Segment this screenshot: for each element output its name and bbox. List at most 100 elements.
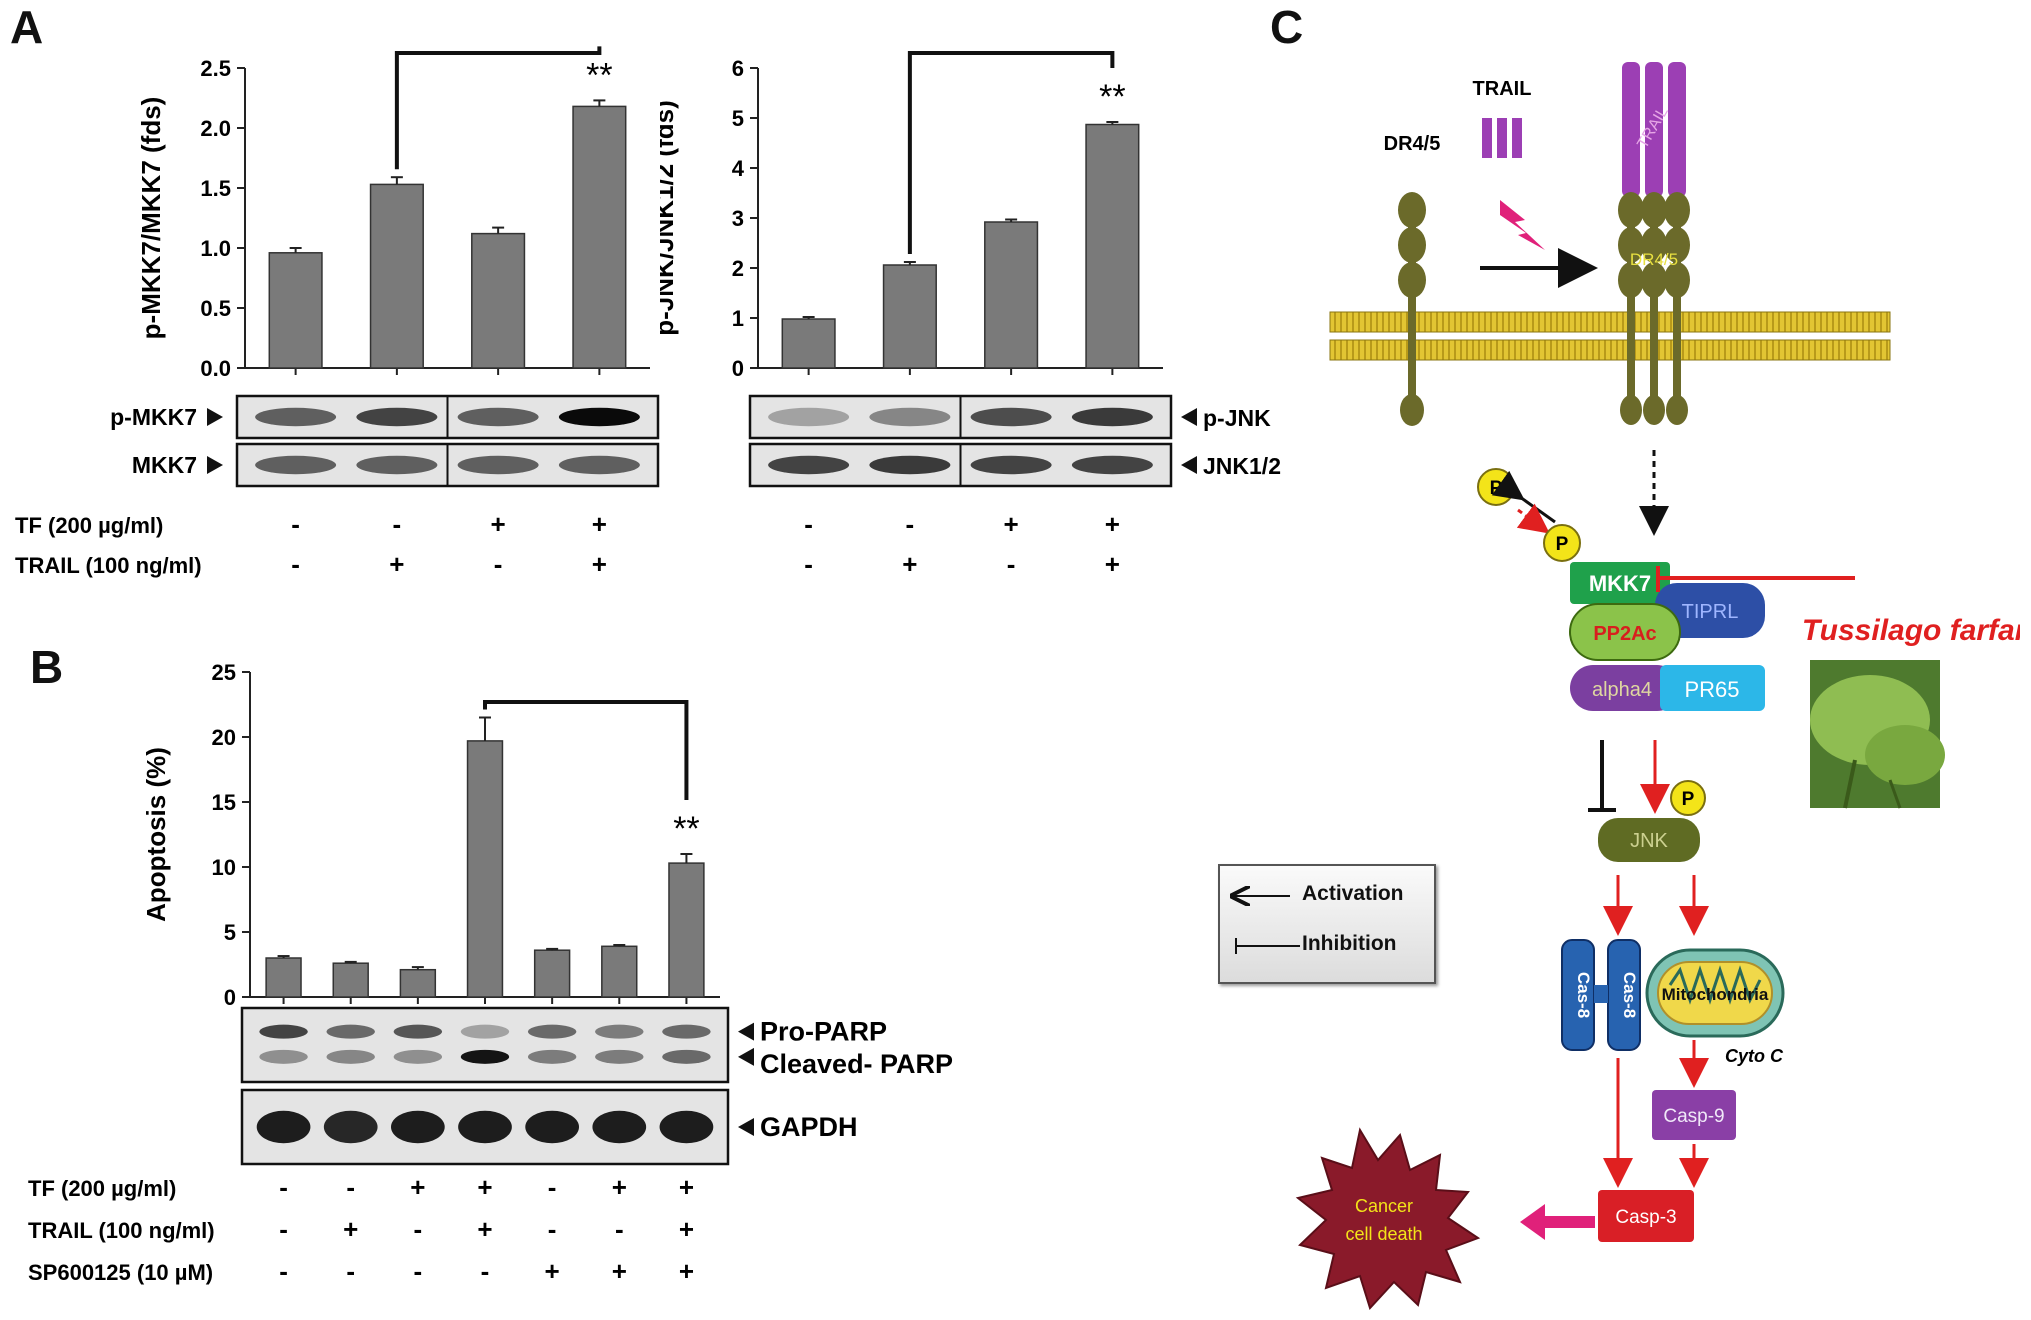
y-axis-label: p-MKK7/MKK7 (fds) [136,97,166,340]
blot-band [458,1110,512,1144]
blot-band [259,1024,308,1039]
condition-value: - [548,1172,557,1202]
y-tick-label: 1 [732,306,744,331]
svg-text:P: P [1490,478,1503,499]
condition-label: TRAIL (100 ng/ml) [28,1218,215,1243]
y-tick-label: 2.0 [200,116,231,141]
casp9-node: Casp-9 [1652,1090,1736,1140]
blot-band [255,407,337,427]
blot-band [323,1110,378,1144]
blot-band [527,1024,577,1039]
svg-text:Mitochondria: Mitochondria [1662,985,1769,1004]
blot-band [457,407,539,427]
blot-band [356,407,438,427]
significance-mark: ** [673,810,699,848]
blot-band [662,1049,711,1064]
blot-band [768,455,850,475]
pr65-node: PR65 [1684,677,1739,702]
blot-arrow [1181,408,1197,426]
condition-value: - [414,1214,423,1244]
phospho-jnk: P [1670,780,1706,816]
blot-arrow [738,1118,754,1136]
comparison-bracket [394,46,602,170]
blot-band [869,407,951,427]
bar [984,221,1039,369]
condition-value: - [291,509,300,539]
blot-label: Pro-PARP [760,1017,887,1047]
condition-value: + [1004,509,1019,539]
blot-arrow [207,456,223,474]
comparison-bracket [483,700,689,800]
bar [268,252,323,369]
panel-letter-b: B [30,641,64,693]
condition-value: - [279,1214,288,1244]
svg-text:Casp-9: Casp-9 [1663,1106,1724,1127]
chart-a-mkk7: 0.00.51.01.52.02.5p-MKK7/MKK7 (fds)**p-M… [15,46,660,579]
cancer-death-node: Cancer cell death [1295,1127,1481,1310]
blot-band [391,1110,445,1144]
svg-text:Casp-3: Casp-3 [1615,1207,1676,1228]
bar [572,105,627,369]
condition-value: - [346,1172,355,1202]
lightning-icon [1500,200,1545,250]
tiprl-node: TIPRL [1682,601,1739,623]
bar [399,968,437,998]
panel-letter-a: A [10,1,44,53]
y-tick-label: 5 [732,106,744,131]
condition-value: - [906,509,915,539]
blot-label: p-JNK [1203,405,1271,431]
y-tick-label: 0.5 [200,296,231,321]
pp2ac-node: PP2Ac [1593,623,1656,645]
plant-name: Tussilago farfara L. [1802,614,2020,647]
bar [781,318,836,369]
condition-value: - [346,1256,355,1286]
svg-text:JNK: JNK [1630,830,1668,852]
condition-value: + [612,1172,627,1202]
condition-label: TF (200 µg/ml) [15,513,163,538]
blot-band [326,1049,375,1064]
condition-value: - [804,549,813,579]
condition-value: + [343,1214,358,1244]
svg-text:Cas-8: Cas-8 [1620,972,1639,1018]
blot-band [970,455,1052,475]
y-tick-label: 5 [224,920,236,945]
blot-band [558,455,640,475]
y-tick-label: 6 [732,56,744,81]
trail-label: TRAIL [1473,78,1532,100]
condition-label: TRAIL (100 ng/ml) [15,553,202,578]
blot-band [659,1110,714,1144]
condition-value: - [615,1214,624,1244]
dephospho-arrow [1491,470,1556,524]
blot-band [255,455,337,475]
y-tick-label: 0.0 [200,356,231,381]
y-axis-label: Apoptosis (%) [141,747,171,922]
condition-value: + [477,1214,492,1244]
arrow-death [1520,1204,1595,1240]
blot-arrow [207,408,223,426]
phospho-free: P [1477,468,1515,506]
bar [882,264,937,369]
blot-band [592,1110,647,1144]
condition-value: + [1105,549,1120,579]
svg-text:Cancer: Cancer [1355,1196,1413,1216]
blot-band [326,1024,375,1039]
blot-band [1071,455,1153,475]
condition-value: + [477,1172,492,1202]
blot-band [768,407,850,427]
condition-value: + [592,509,607,539]
y-tick-label: 0 [732,356,744,381]
mkk7-node: MKK7 [1589,571,1651,596]
blot-band [393,1049,443,1064]
y-tick-label: 20 [212,725,236,750]
svg-text:Cas-8: Cas-8 [1574,972,1593,1018]
blot-band [558,407,640,427]
bar [466,740,504,998]
condition-value: - [414,1256,423,1286]
blot-band [460,1024,510,1039]
condition-value: + [410,1172,425,1202]
condition-label: TF (200 µg/ml) [28,1176,176,1201]
blot-strip [240,1006,730,1084]
condition-value: - [279,1172,288,1202]
condition-value: - [804,509,813,539]
